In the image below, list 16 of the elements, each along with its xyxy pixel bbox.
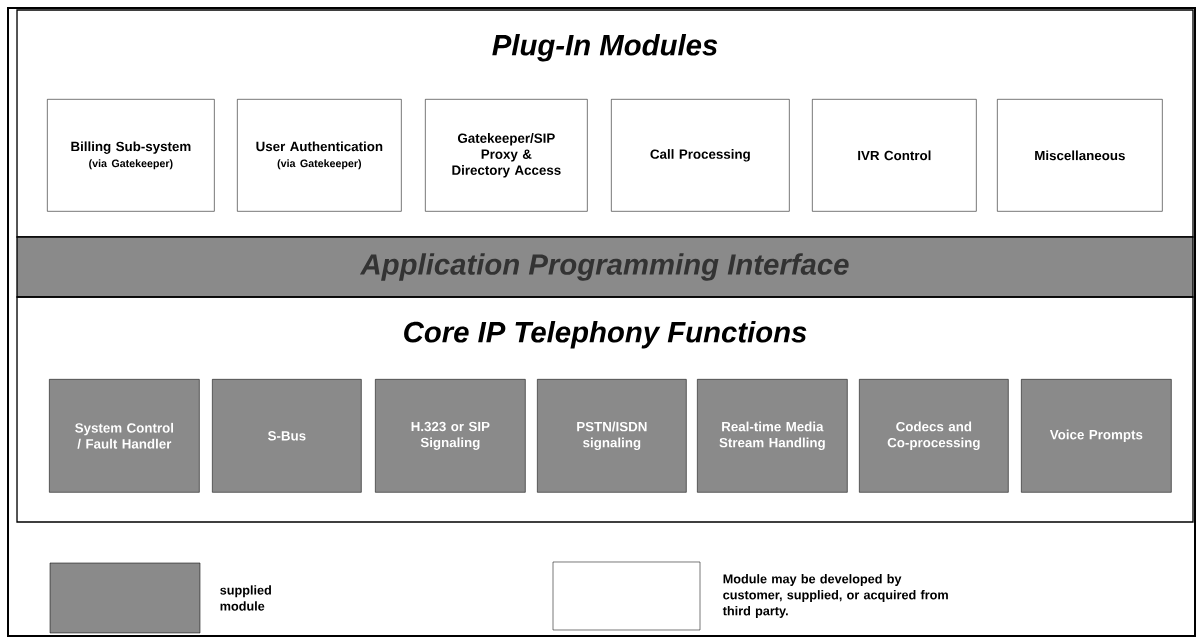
- module-box: Miscellaneous: [997, 99, 1163, 212]
- module-box: Codecs and Co-processing: [859, 379, 1009, 493]
- module-box: Billing Sub-system (via Gatekeeper): [47, 99, 215, 212]
- module-box: H.323 or SIP Signaling: [375, 379, 526, 493]
- module-box: Voice Prompts: [1021, 379, 1172, 493]
- legend-text: supplied module: [220, 585, 271, 611]
- module-box: Real-time Media Stream Handling: [697, 379, 848, 493]
- module-box: Call Processing: [611, 99, 790, 212]
- module-box: Gatekeeper/SIP Proxy & Directory Access: [425, 99, 588, 212]
- module-box: PSTN/ISDN signaling: [537, 379, 687, 493]
- module-box: System Control / Fault Handler: [49, 379, 200, 493]
- module-box: S-Bus: [212, 379, 362, 493]
- module-box: User Authentication (via Gatekeeper): [237, 99, 402, 212]
- legend-text: Module may be developed by customer, supplied, or acquired from third party.: [722, 574, 948, 618]
- module-box: IVR Control: [812, 99, 977, 212]
- interface-band: Application Programming Interface: [16, 236, 1194, 298]
